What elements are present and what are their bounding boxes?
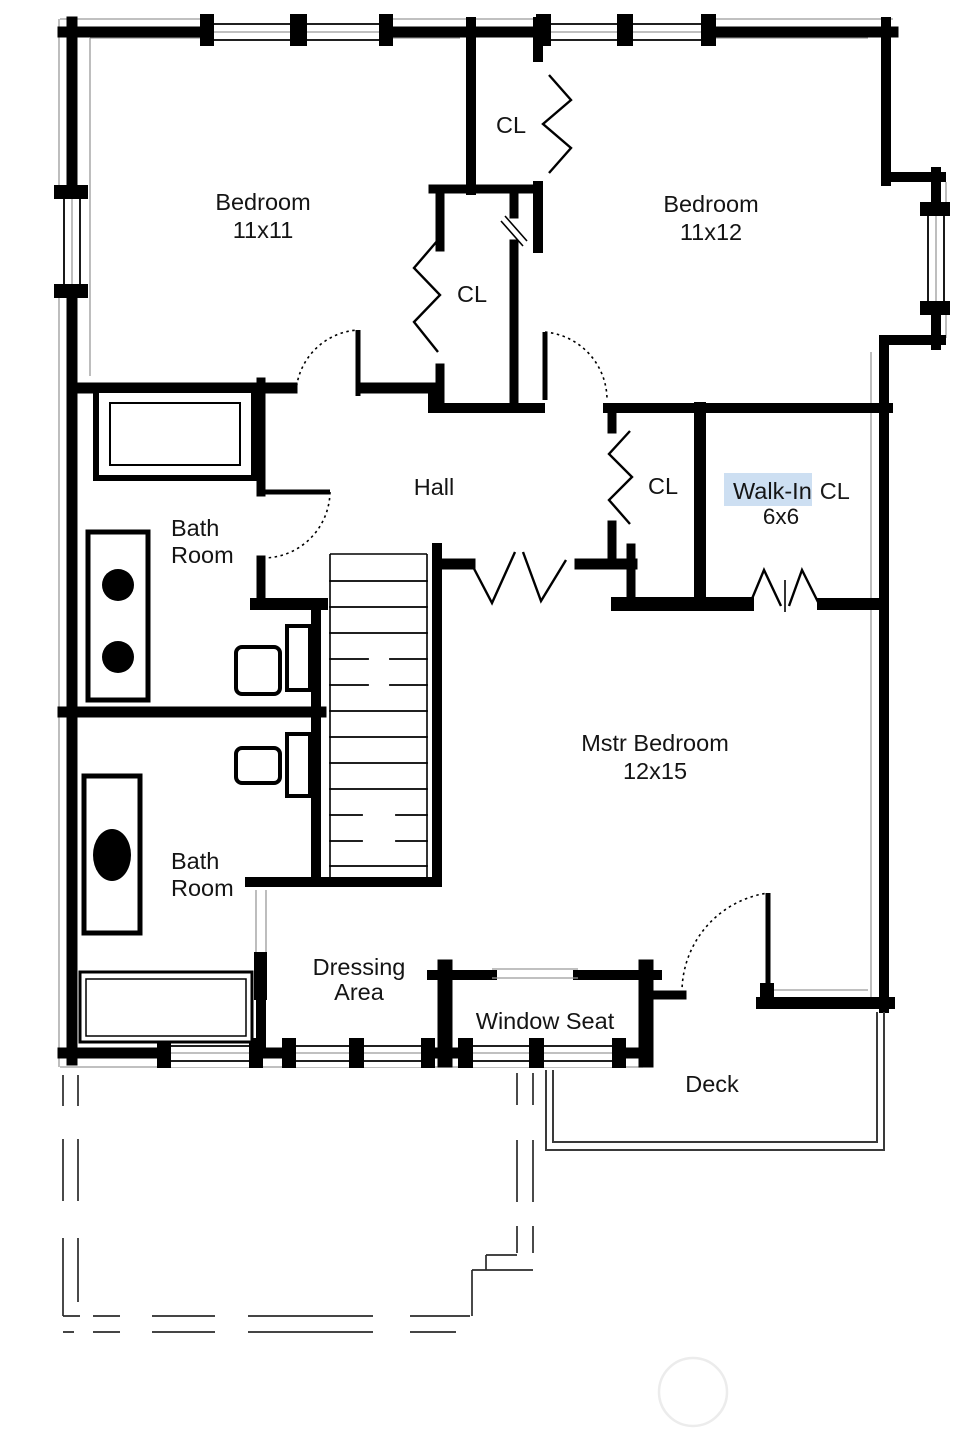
dressing-area-label-line1: Dressing <box>313 954 406 980</box>
walk-in-highlight <box>724 473 812 506</box>
hall-closet-label: CL <box>648 473 678 499</box>
closet-accordion-doors <box>412 74 634 525</box>
double-vanity <box>85 529 151 703</box>
doors <box>262 215 822 995</box>
hall-label: Hall <box>414 474 454 500</box>
bedroom1-closet-label: CL <box>457 281 487 307</box>
bedroom1-label: Bedroom <box>215 189 310 215</box>
sink <box>102 641 134 673</box>
toilet-tank <box>285 732 312 798</box>
toilet-bowl <box>234 645 282 696</box>
bedroom2-door <box>542 331 608 401</box>
pocket-door <box>254 952 267 1000</box>
master-bedroom-label: Mstr Bedroom <box>581 730 729 756</box>
bathroom1-door <box>262 489 331 559</box>
walk-in-closet-double-doors <box>747 566 822 612</box>
labels: Bedroom 11x11 Bedroom 11x12 CL CL Hall C… <box>171 112 850 1097</box>
bathroom1-fixtures <box>85 387 312 703</box>
bath2-label-line2: Room <box>171 875 234 901</box>
walk-in-closet-size: 6x6 <box>763 504 799 529</box>
master-double-doors <box>468 551 568 606</box>
hall-closet-accordion-door <box>607 430 634 525</box>
top-closet-label: CL <box>496 112 526 138</box>
sink <box>102 569 134 601</box>
bedroom1-closet-accordion-door <box>412 239 442 353</box>
windows <box>54 14 950 1068</box>
toilet-bowl <box>234 746 282 785</box>
bath2-label-line1: Bath <box>171 848 219 874</box>
closet-diagonal-door <box>500 215 528 247</box>
bath1-label-line1: Bath <box>171 515 219 541</box>
window-seat-label: Window Seat <box>476 1008 615 1034</box>
sink <box>93 829 131 881</box>
watermark-circle <box>657 1356 729 1428</box>
bedroom2-size: 11x12 <box>680 219 742 245</box>
bedroom1-size: 11x11 <box>233 217 294 243</box>
staircase <box>329 553 428 880</box>
dressing-area-label-line2: Area <box>334 979 385 1005</box>
bedroom2-label: Bedroom <box>663 191 758 217</box>
deck-door <box>681 892 771 995</box>
watermark <box>657 1356 729 1428</box>
top-closet-accordion-door <box>541 74 573 174</box>
deck-label: Deck <box>685 1071 739 1097</box>
bathroom2-fixtures <box>78 732 312 1044</box>
bedroom1-door <box>295 329 361 396</box>
toilet-tank <box>285 624 312 692</box>
exterior-walls <box>57 16 946 1068</box>
lower-floor-dashed-outline <box>62 1073 534 1333</box>
bath1-label-line2: Room <box>171 542 234 568</box>
deck-outline <box>545 1012 885 1151</box>
master-bedroom-size: 12x15 <box>623 758 687 784</box>
